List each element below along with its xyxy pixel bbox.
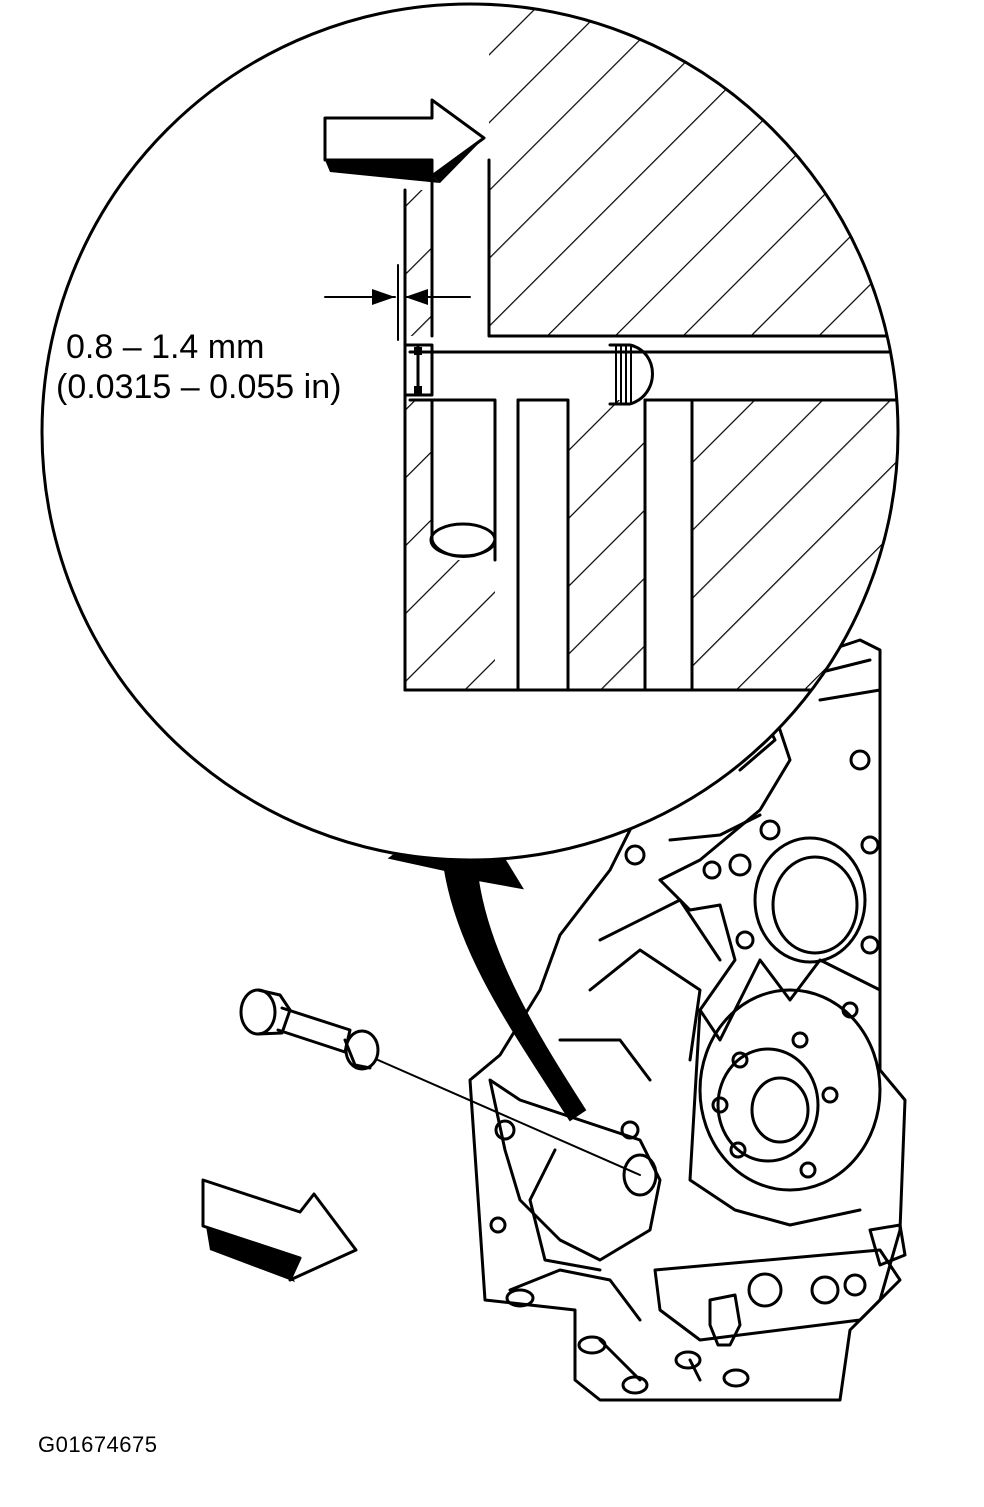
dimension-mm-label: 0.8 – 1.4 mm — [66, 328, 264, 366]
engine-block — [468, 638, 907, 1402]
figure-id: G01674675 — [38, 1432, 158, 1457]
dimension-arrows — [324, 264, 471, 341]
direction-arrow-upper — [323, 98, 486, 183]
dimension-in-label: (0.0315 – 0.055 in) — [56, 368, 341, 406]
direction-arrow-lower — [201, 1178, 358, 1282]
detail-circle — [40, 2, 900, 862]
oil-gallery-plug — [239, 988, 641, 1176]
